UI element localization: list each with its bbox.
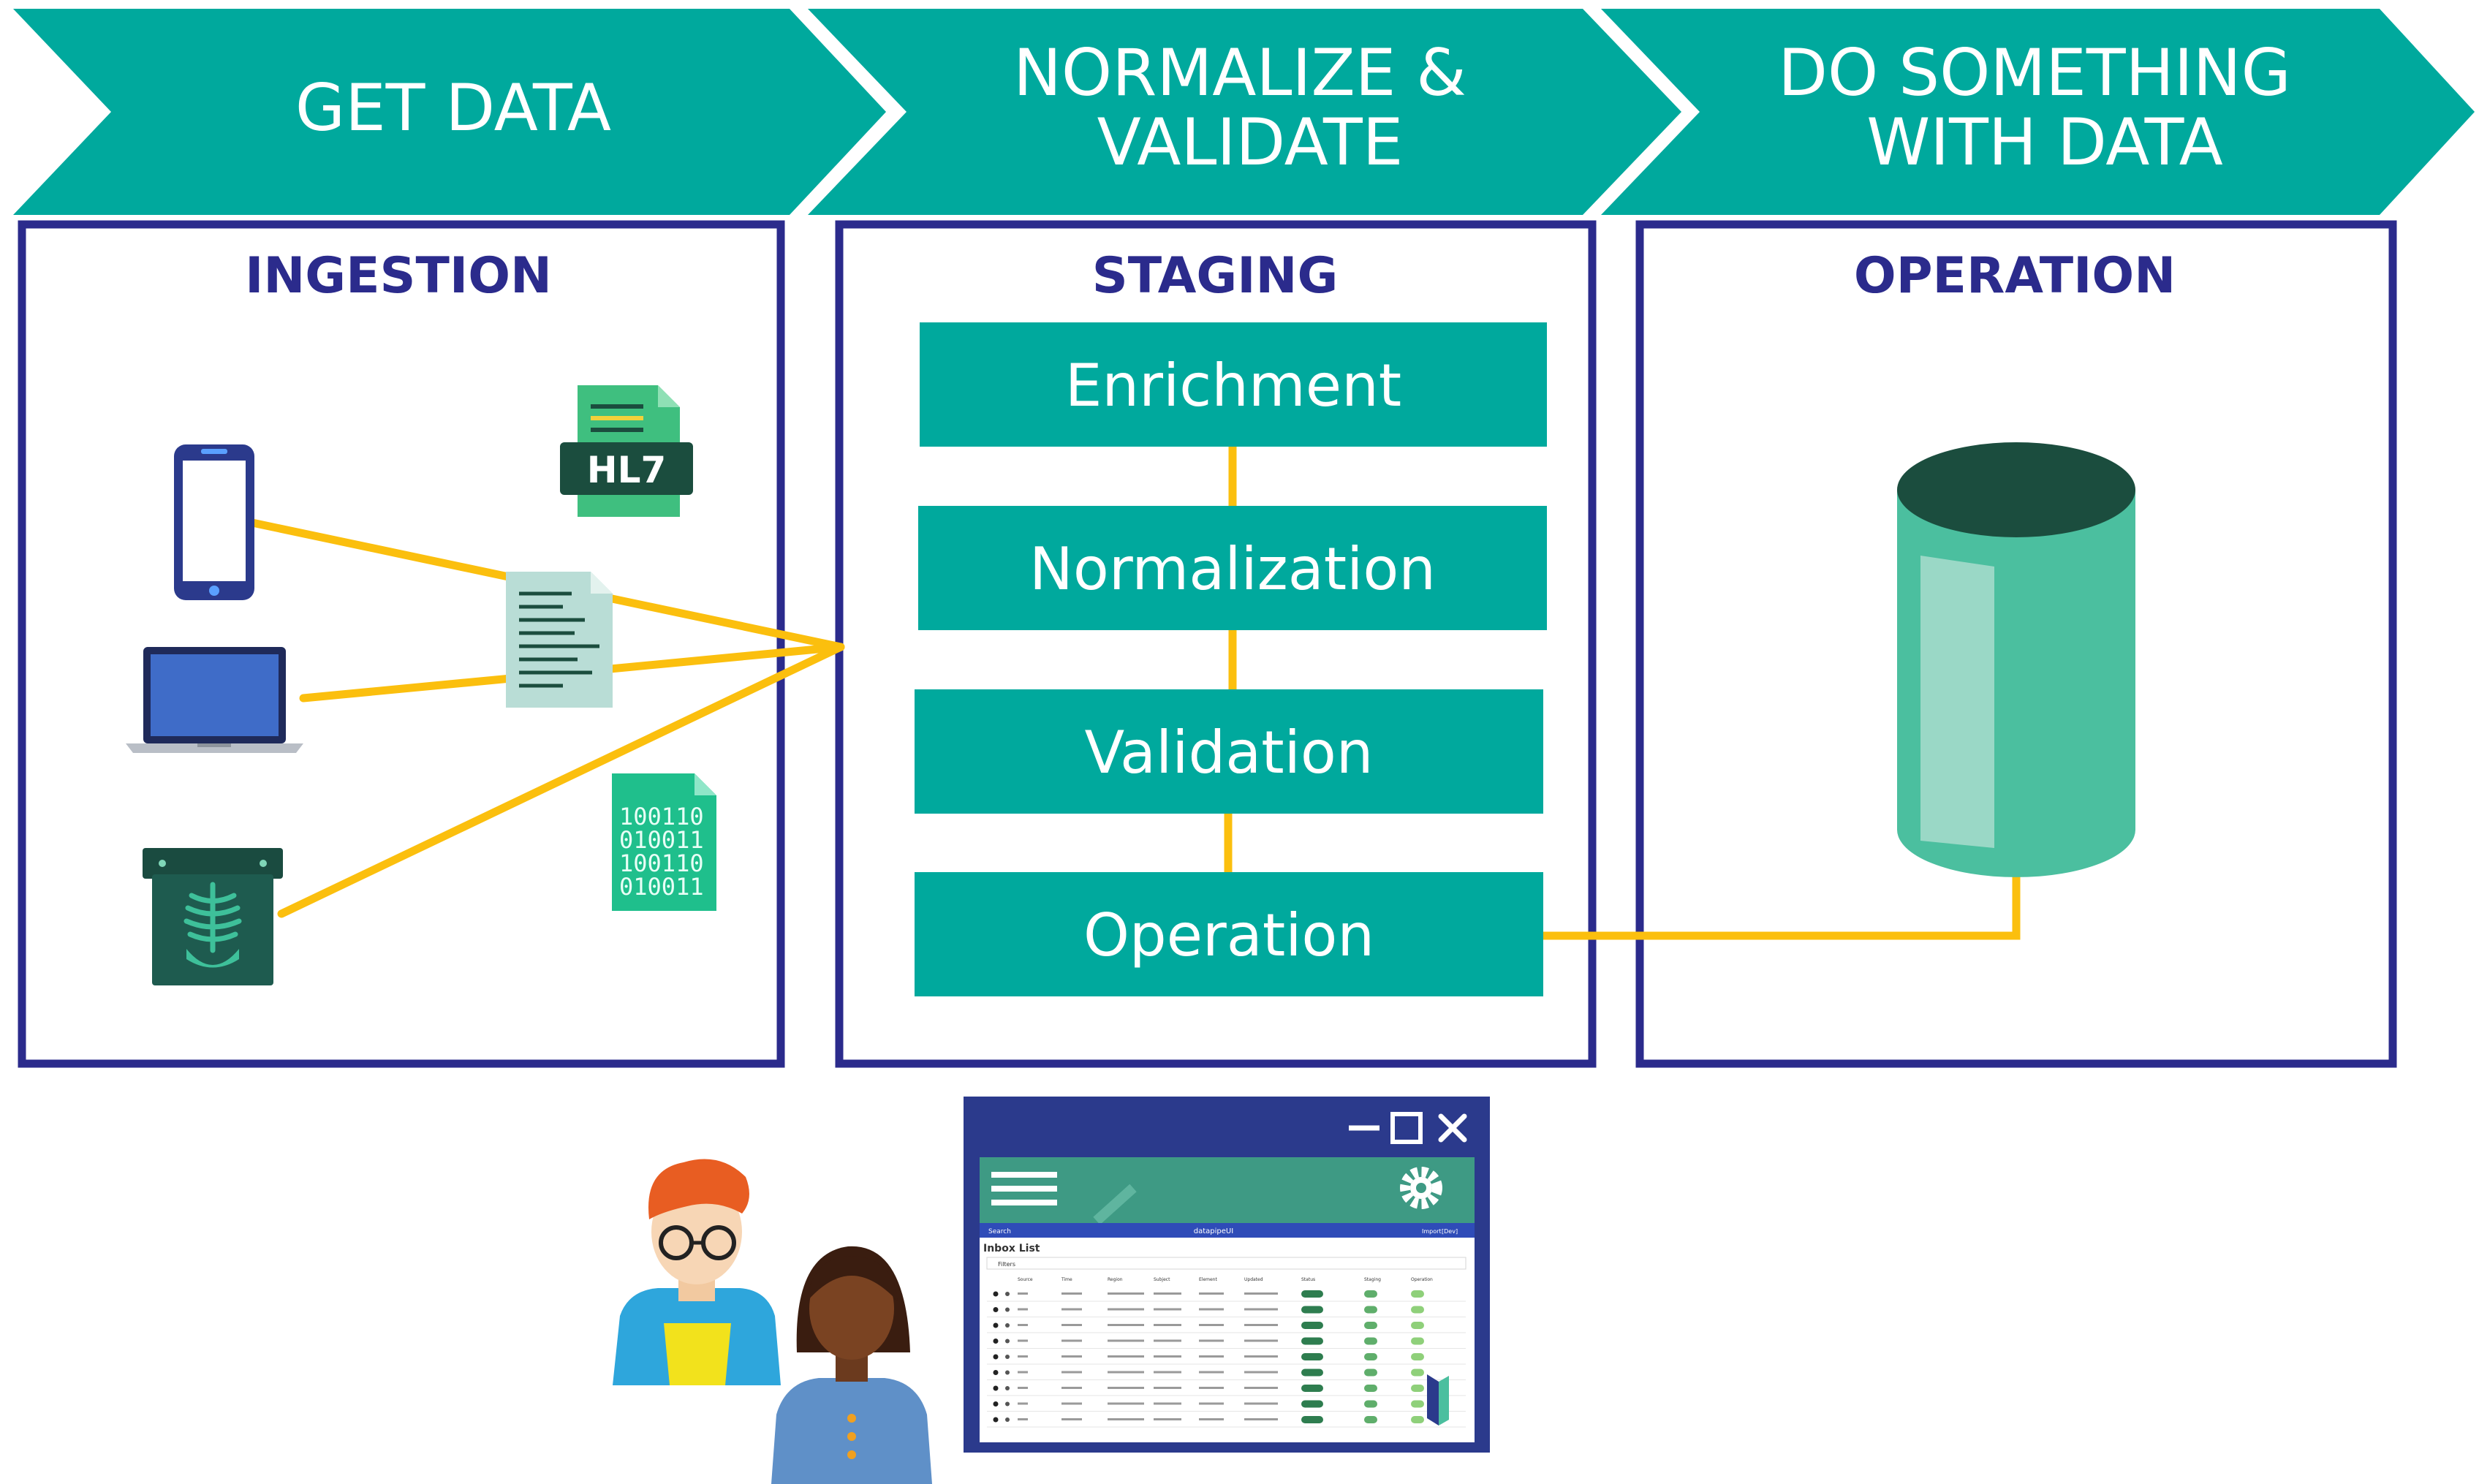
filters-bar[interactable] — [986, 1257, 1466, 1270]
laptop-icon — [126, 647, 303, 753]
column-header: Subject — [1154, 1277, 1170, 1282]
table-row[interactable] — [987, 1416, 1466, 1428]
step-box-operation — [915, 872, 1543, 996]
step-box-normalization — [918, 506, 1547, 630]
binary-file-icon: 100110 010011 100110 010011 — [612, 773, 718, 911]
column-header: Staging — [1364, 1277, 1381, 1282]
table-row[interactable] — [987, 1353, 1466, 1365]
column-header: Updated — [1244, 1277, 1263, 1282]
step-label-operation: Operation — [1083, 901, 1374, 969]
panel-title-operation: OPERATION — [1854, 247, 2176, 305]
phase-label-normalize-validate: NORMALIZE & VALIDATE — [1013, 35, 1487, 180]
column-header: Status — [1301, 1277, 1315, 1282]
phase-label-get-data: GET DATA — [295, 70, 611, 145]
app-name: datapipeUI — [1194, 1227, 1233, 1235]
database-icon — [1897, 442, 2135, 877]
inbox-list-title: Inbox List — [983, 1243, 1040, 1254]
step-box-enrichment — [920, 322, 1547, 447]
staging-connectors — [1224, 446, 2021, 940]
step-box-validation — [915, 689, 1543, 814]
panel-title-ingestion: INGESTION — [245, 247, 552, 305]
connector-xray — [277, 643, 845, 918]
phase-chevron-normalize-validate — [808, 9, 1681, 215]
panel-title-staging: STAGING — [1092, 247, 1339, 305]
hl7-file-icon: HL7 — [560, 385, 693, 517]
table-row[interactable] — [987, 1290, 1466, 1302]
table-row[interactable] — [987, 1385, 1466, 1396]
phone-icon — [174, 444, 254, 600]
user-woman-icon — [771, 1246, 932, 1484]
step-label-validation: Validation — [1084, 719, 1373, 787]
step-label-normalization: Normalization — [1029, 535, 1436, 603]
column-header: Time — [1061, 1277, 1072, 1282]
table-row[interactable] — [987, 1368, 1466, 1380]
step-label-enrichment: Enrichment — [1065, 352, 1401, 420]
connector-operation-database — [1543, 874, 2021, 940]
operation-panel — [1635, 220, 2397, 1068]
table-row[interactable] — [987, 1400, 1466, 1412]
inbox-rows — [987, 1290, 1466, 1428]
phase-chevron-get-data — [13, 9, 886, 215]
filters-label: Filters — [998, 1261, 1015, 1268]
close-icon[interactable] — [1438, 1113, 1467, 1143]
table-row[interactable] — [987, 1322, 1466, 1333]
app-logo-icon — [1427, 1374, 1439, 1426]
app-search-label[interactable]: Search — [988, 1228, 1011, 1235]
table-header: Source Time Region Subject Element Updat… — [1018, 1277, 1433, 1282]
hl7-label: HL7 — [587, 449, 667, 491]
column-header: Element — [1199, 1277, 1217, 1282]
document-icon — [506, 572, 613, 708]
app-window: Search datapipeUI Import [Dev] Inbox Lis… — [964, 1097, 1490, 1453]
phase-chevron-do-something — [1601, 9, 2475, 215]
user-man-icon — [613, 1159, 781, 1385]
app-import-label[interactable]: Import — [1422, 1228, 1442, 1235]
ingestion-panel — [18, 220, 785, 1068]
app-header — [980, 1157, 1475, 1223]
column-header: Source — [1018, 1277, 1033, 1282]
table-row[interactable] — [987, 1337, 1466, 1349]
table-row[interactable] — [987, 1306, 1466, 1317]
column-header: Region — [1108, 1277, 1123, 1282]
app-nav-bar — [980, 1223, 1475, 1238]
maximize-icon[interactable] — [1390, 1112, 1423, 1144]
settings-gear-icon[interactable] — [1400, 1167, 1442, 1209]
column-header: Operation — [1411, 1277, 1433, 1282]
app-env-badge: [Dev] — [1442, 1228, 1458, 1235]
hamburger-menu-icon[interactable] — [991, 1172, 1057, 1205]
xray-icon — [143, 848, 283, 985]
phase-label-do-something: DO SOMETHING WITH DATA — [1778, 35, 2312, 180]
binary-digits: 100110 010011 100110 010011 — [619, 803, 718, 901]
